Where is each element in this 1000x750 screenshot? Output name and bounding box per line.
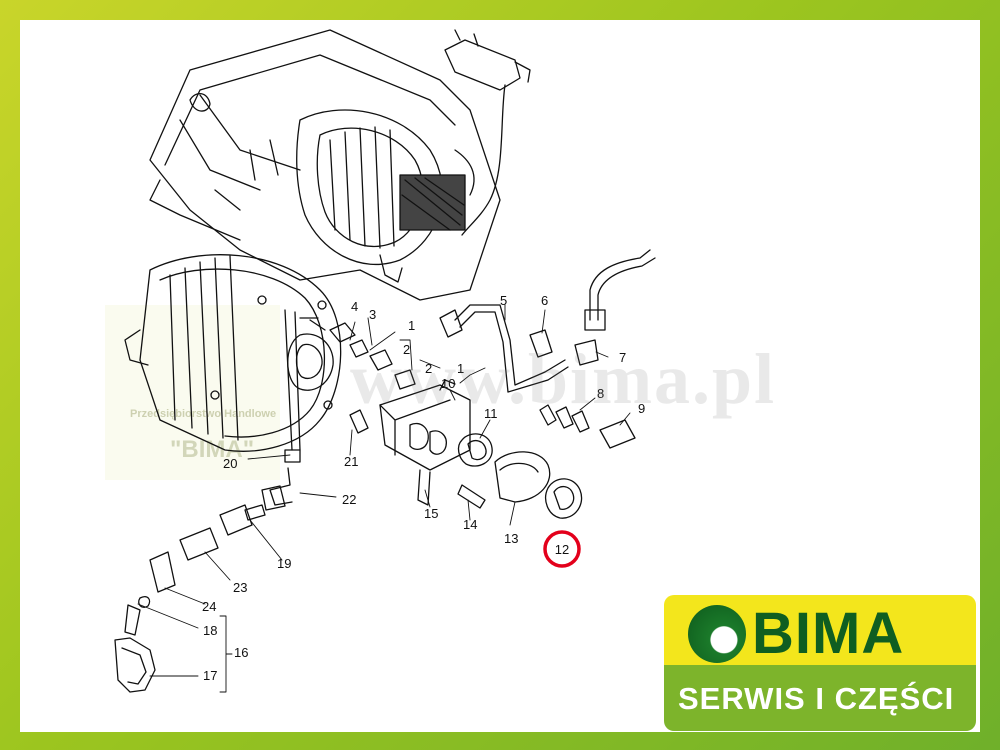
callout-21: 21 bbox=[344, 454, 358, 469]
callout-15: 15 bbox=[424, 506, 438, 521]
callout-2a: 2 bbox=[403, 342, 410, 357]
parts-exploded-diagram: 1 2 2 1 3 4 5 6 7 8 9 10 11 12 13 14 15 … bbox=[114, 29, 656, 693]
highlight-ring bbox=[543, 530, 581, 568]
bearing-parts-drawing bbox=[457, 433, 583, 519]
callout-labels: 1 2 2 1 3 4 5 6 7 8 9 10 11 12 13 14 15 … bbox=[202, 293, 645, 683]
callout-2b: 2 bbox=[425, 361, 432, 376]
hydraulic-line-drawing bbox=[114, 467, 293, 693]
callout-9: 9 bbox=[638, 401, 645, 416]
diagram-panel: Przedsiębiorstwo Handlowe "BIMA" bbox=[20, 20, 980, 732]
watermark-site: www.bima.pl bbox=[350, 339, 777, 419]
logo-ball-icon bbox=[688, 605, 746, 663]
callout-5: 5 bbox=[500, 293, 507, 308]
callout-16: 16 bbox=[234, 645, 248, 660]
callout-1a: 1 bbox=[408, 318, 415, 333]
valve-body-drawing bbox=[379, 379, 486, 509]
leader-lines bbox=[137, 304, 631, 693]
callout-1b: 1 bbox=[457, 361, 464, 376]
watermark-company-name: "BIMA" bbox=[170, 436, 255, 463]
callout-12-highlighted: 12 bbox=[555, 542, 569, 557]
callout-8: 8 bbox=[597, 386, 604, 401]
callout-4: 4 bbox=[351, 299, 358, 314]
logo-tagline: SERWIS I CZĘŚCI bbox=[678, 681, 955, 716]
callout-20: 20 bbox=[223, 456, 237, 471]
callout-22: 22 bbox=[342, 492, 356, 507]
callout-24: 24 bbox=[202, 599, 216, 614]
callout-23: 23 bbox=[233, 580, 247, 595]
callout-17: 17 bbox=[203, 668, 217, 683]
callout-7: 7 bbox=[619, 350, 626, 365]
callout-13: 13 bbox=[504, 531, 518, 546]
callout-3: 3 bbox=[369, 307, 376, 322]
upper-housing-drawing bbox=[149, 29, 531, 301]
callout-14: 14 bbox=[463, 517, 477, 532]
callout-10: 10 bbox=[441, 376, 455, 391]
bima-logo: BIMA SERWIS I CZĘŚCI bbox=[664, 595, 976, 735]
logo-green-band bbox=[664, 665, 976, 731]
pipes-drawing bbox=[439, 249, 656, 449]
logo-brand-name: BIMA bbox=[752, 601, 905, 666]
callout-11: 11 bbox=[484, 406, 498, 421]
callout-19: 19 bbox=[277, 556, 291, 571]
fittings-3-4-drawing bbox=[329, 322, 416, 434]
watermark-company-line: Przedsiębiorstwo Handlowe bbox=[130, 408, 277, 420]
callout-6: 6 bbox=[541, 293, 548, 308]
callout-18: 18 bbox=[203, 623, 217, 638]
clutch-housing-drawing bbox=[124, 254, 342, 463]
